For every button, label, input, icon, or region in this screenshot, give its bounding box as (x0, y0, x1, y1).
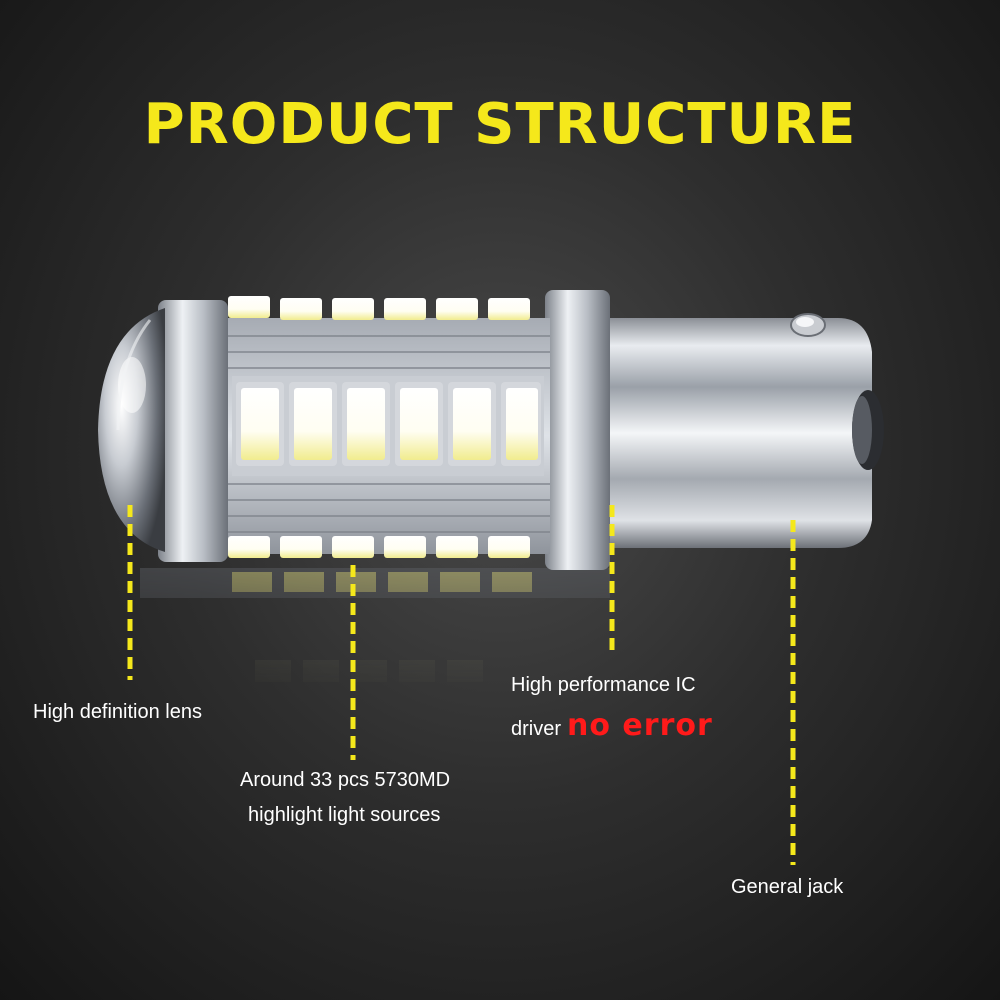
left-ring (158, 300, 228, 562)
no-error-highlight: no error (567, 708, 713, 743)
led-row-bottom (228, 536, 530, 558)
bayonet-pin (790, 313, 826, 337)
leds-label-line1: Around 33 pcs 5730MD (240, 769, 451, 791)
bulb-reflection (140, 568, 610, 682)
metal-cap (600, 313, 884, 548)
right-ring (545, 290, 610, 570)
lens-label: High definition lens (33, 701, 202, 723)
ic-label-line1: High performance IC (511, 674, 696, 696)
lens-dome (98, 308, 165, 552)
led-row-front (236, 382, 541, 466)
jack-label: General jack (731, 876, 844, 898)
ic-label-driver: driver (511, 718, 562, 740)
leds-label-line2: highlight light sources (248, 804, 441, 826)
page-title: PRODUCT STRUCTURE (143, 92, 857, 157)
led-row-top (228, 296, 530, 320)
